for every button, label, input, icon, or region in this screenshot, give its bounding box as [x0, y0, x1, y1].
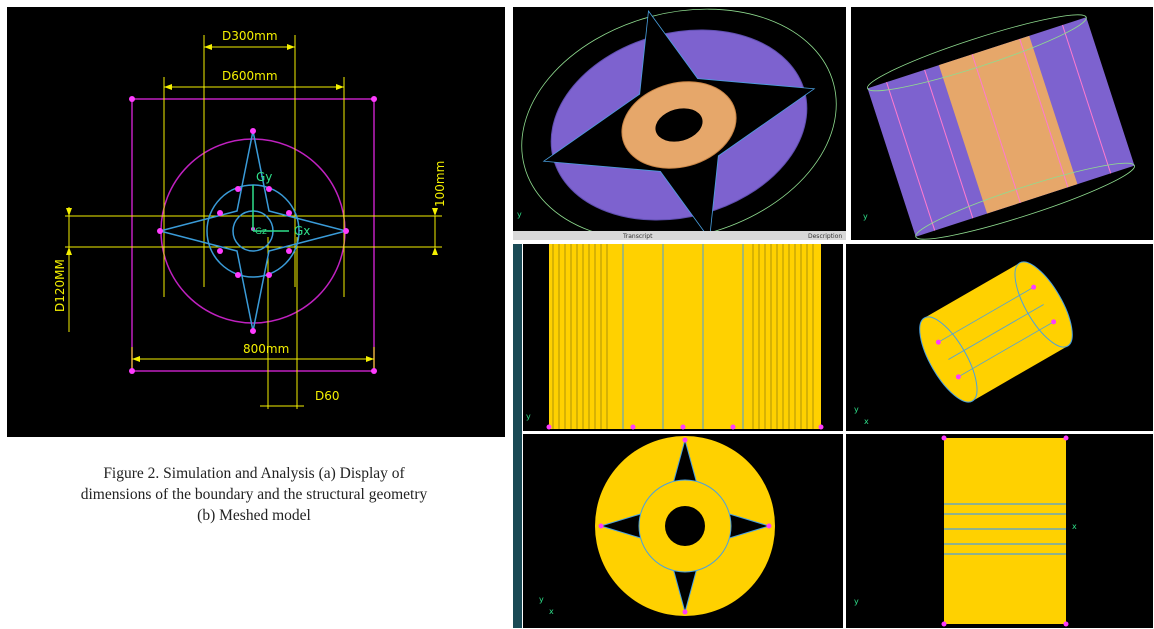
- dim-d600-label: D600mm: [222, 69, 278, 83]
- mesh-view-oblique-cylinder: y: [851, 7, 1153, 240]
- mesh-view-elevation: x y: [846, 434, 1153, 628]
- mesh-view-oblique-star: Transcript Description y: [513, 7, 846, 240]
- dim-d60-label: D60: [315, 389, 340, 403]
- axis-x-label-6: x: [1072, 522, 1077, 531]
- axis-gz-label: Gz: [255, 227, 267, 237]
- caption-line-2: dimensions of the boundary and the struc…: [80, 486, 428, 503]
- viewer-side-strip: [513, 244, 522, 628]
- axis-triad: [252, 185, 289, 232]
- axis-y-label-2: y: [863, 212, 868, 221]
- dim-d120-label: D120MM: [53, 259, 67, 312]
- axis-x-label-5: x: [549, 607, 554, 616]
- dim-d300-label: D300mm: [222, 29, 278, 43]
- axis-gx-label: Gx: [294, 224, 310, 238]
- view-toolbar: [513, 231, 846, 240]
- boundary-rectangle: [131, 98, 375, 372]
- axis-gy-label: Gy: [256, 170, 272, 184]
- dim-100-label: 100mm: [433, 161, 447, 207]
- axis-y-label-4: y: [854, 405, 859, 414]
- caption-line-3: (b) Meshed model: [197, 507, 311, 524]
- dim-800-label: 800mm: [243, 342, 289, 356]
- axis-y-label-5: y: [539, 595, 544, 604]
- toolbar-description-label: Description: [808, 233, 842, 240]
- mesh-view-isometric: y x: [846, 244, 1153, 431]
- caption-line-1: Figure 2. Simulation and Analysis (a) Di…: [103, 465, 405, 482]
- geometry-drawing: Gy Gx Gz D300mm D600mm 100mm D120MM 800m…: [53, 29, 447, 409]
- toolbar-transcript-label: Transcript: [622, 233, 653, 240]
- axis-y-label-3: y: [526, 412, 531, 421]
- axis-y-label: y: [517, 210, 522, 219]
- mesh-view-side: y: [523, 244, 843, 431]
- mesh-view-front: y x: [523, 434, 843, 628]
- vertex-markers: [129, 96, 377, 374]
- geometry-dimension-panel: Gy Gx Gz D300mm D600mm 100mm D120MM 800m…: [7, 7, 505, 437]
- figure-caption: Figure 2. Simulation and Analysis (a) Di…: [0, 463, 508, 526]
- axis-y-label-6: y: [854, 597, 859, 606]
- axis-x-label-4: x: [864, 417, 869, 426]
